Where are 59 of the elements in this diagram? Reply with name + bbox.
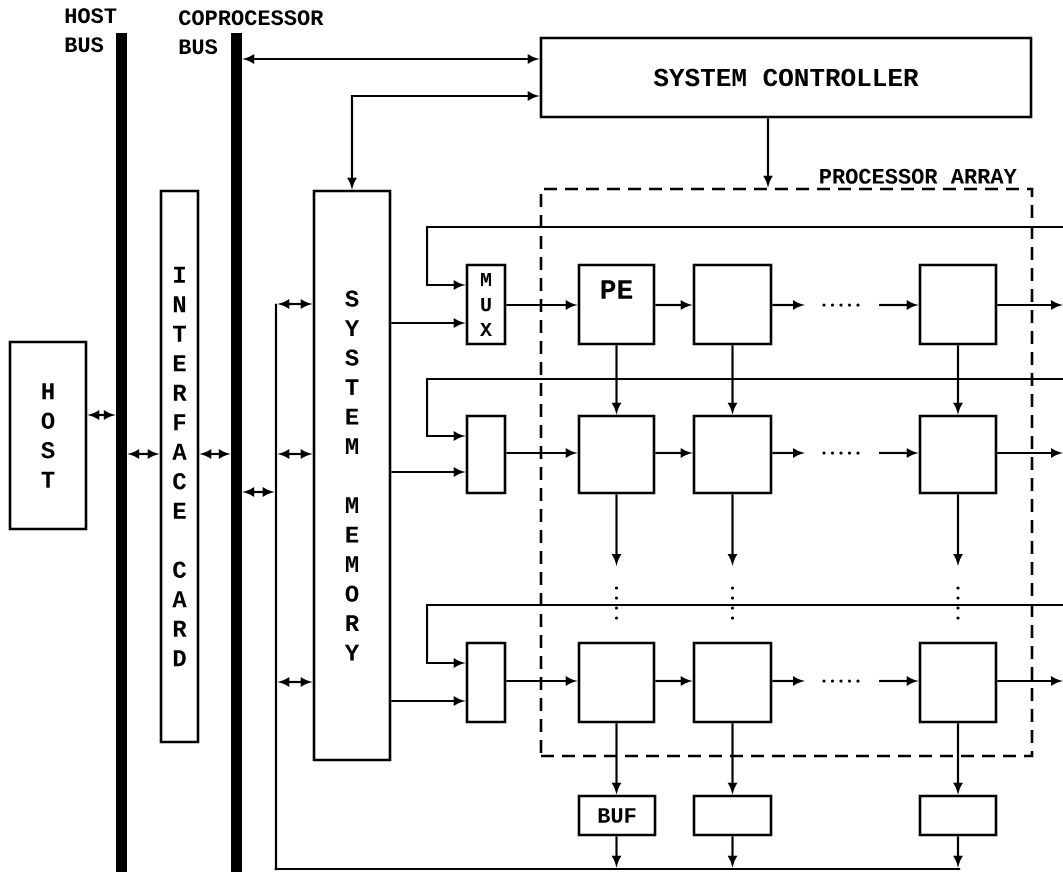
bus-line xyxy=(274,303,278,871)
arrow xyxy=(655,448,690,458)
arrow xyxy=(130,449,157,459)
arrow xyxy=(506,300,575,310)
arrow xyxy=(953,345,963,412)
arrow xyxy=(280,299,310,309)
arrow xyxy=(953,494,963,563)
processing-element-box xyxy=(692,263,773,346)
processing-element-box xyxy=(918,263,998,346)
arrow xyxy=(90,410,113,420)
arrow xyxy=(425,377,1063,441)
arrow xyxy=(425,603,1063,668)
processing-element-box xyxy=(692,641,773,724)
arrow xyxy=(879,300,916,310)
arrow xyxy=(655,676,690,686)
arrow xyxy=(506,676,575,686)
arrow xyxy=(245,54,537,64)
arrow xyxy=(997,448,1060,458)
bus-line xyxy=(274,867,961,871)
bus-label: HOST BUS xyxy=(65,8,117,53)
arrow xyxy=(425,225,1063,290)
arrow xyxy=(879,448,916,458)
bus-label: COPROCESSOR BUS xyxy=(179,10,324,55)
card-box: INTERFACE CARD xyxy=(159,189,200,744)
memory-box: SYSTEM MEMORY xyxy=(312,189,392,762)
arrow xyxy=(997,300,1060,310)
processing-element-box xyxy=(918,414,998,495)
arrow xyxy=(772,676,802,686)
processing-element-box xyxy=(577,641,656,724)
arrow xyxy=(280,677,310,687)
mux-box xyxy=(465,414,507,495)
processing-element-box xyxy=(692,414,773,495)
arrow xyxy=(997,676,1060,686)
arrow xyxy=(772,448,802,458)
controller-box: SYSTEM CONTROLLER xyxy=(539,36,1033,119)
host-box: HOST xyxy=(8,340,88,531)
arrow xyxy=(280,449,310,459)
buffer-box xyxy=(692,794,773,837)
mux-box: MUX xyxy=(465,263,507,346)
processing-element-box xyxy=(918,641,998,724)
arrow xyxy=(202,449,228,459)
arrow xyxy=(763,118,773,185)
arrow xyxy=(391,696,463,706)
arrow xyxy=(391,318,463,328)
arrow xyxy=(391,467,463,477)
region-label: PROCESSOR ARRAY xyxy=(820,168,1017,184)
arrow xyxy=(655,300,690,310)
arrow xyxy=(506,448,575,458)
buffer-box: BUF xyxy=(577,794,657,837)
mux-box xyxy=(465,641,507,724)
arrow xyxy=(879,676,916,686)
arrow xyxy=(347,91,537,187)
processing-element-box: PE xyxy=(577,263,656,346)
arrow xyxy=(953,723,963,792)
arrow xyxy=(772,300,802,310)
arrow xyxy=(245,487,272,497)
processing-element-box xyxy=(577,414,656,495)
arrow xyxy=(953,836,963,865)
buffer-box xyxy=(918,794,998,837)
